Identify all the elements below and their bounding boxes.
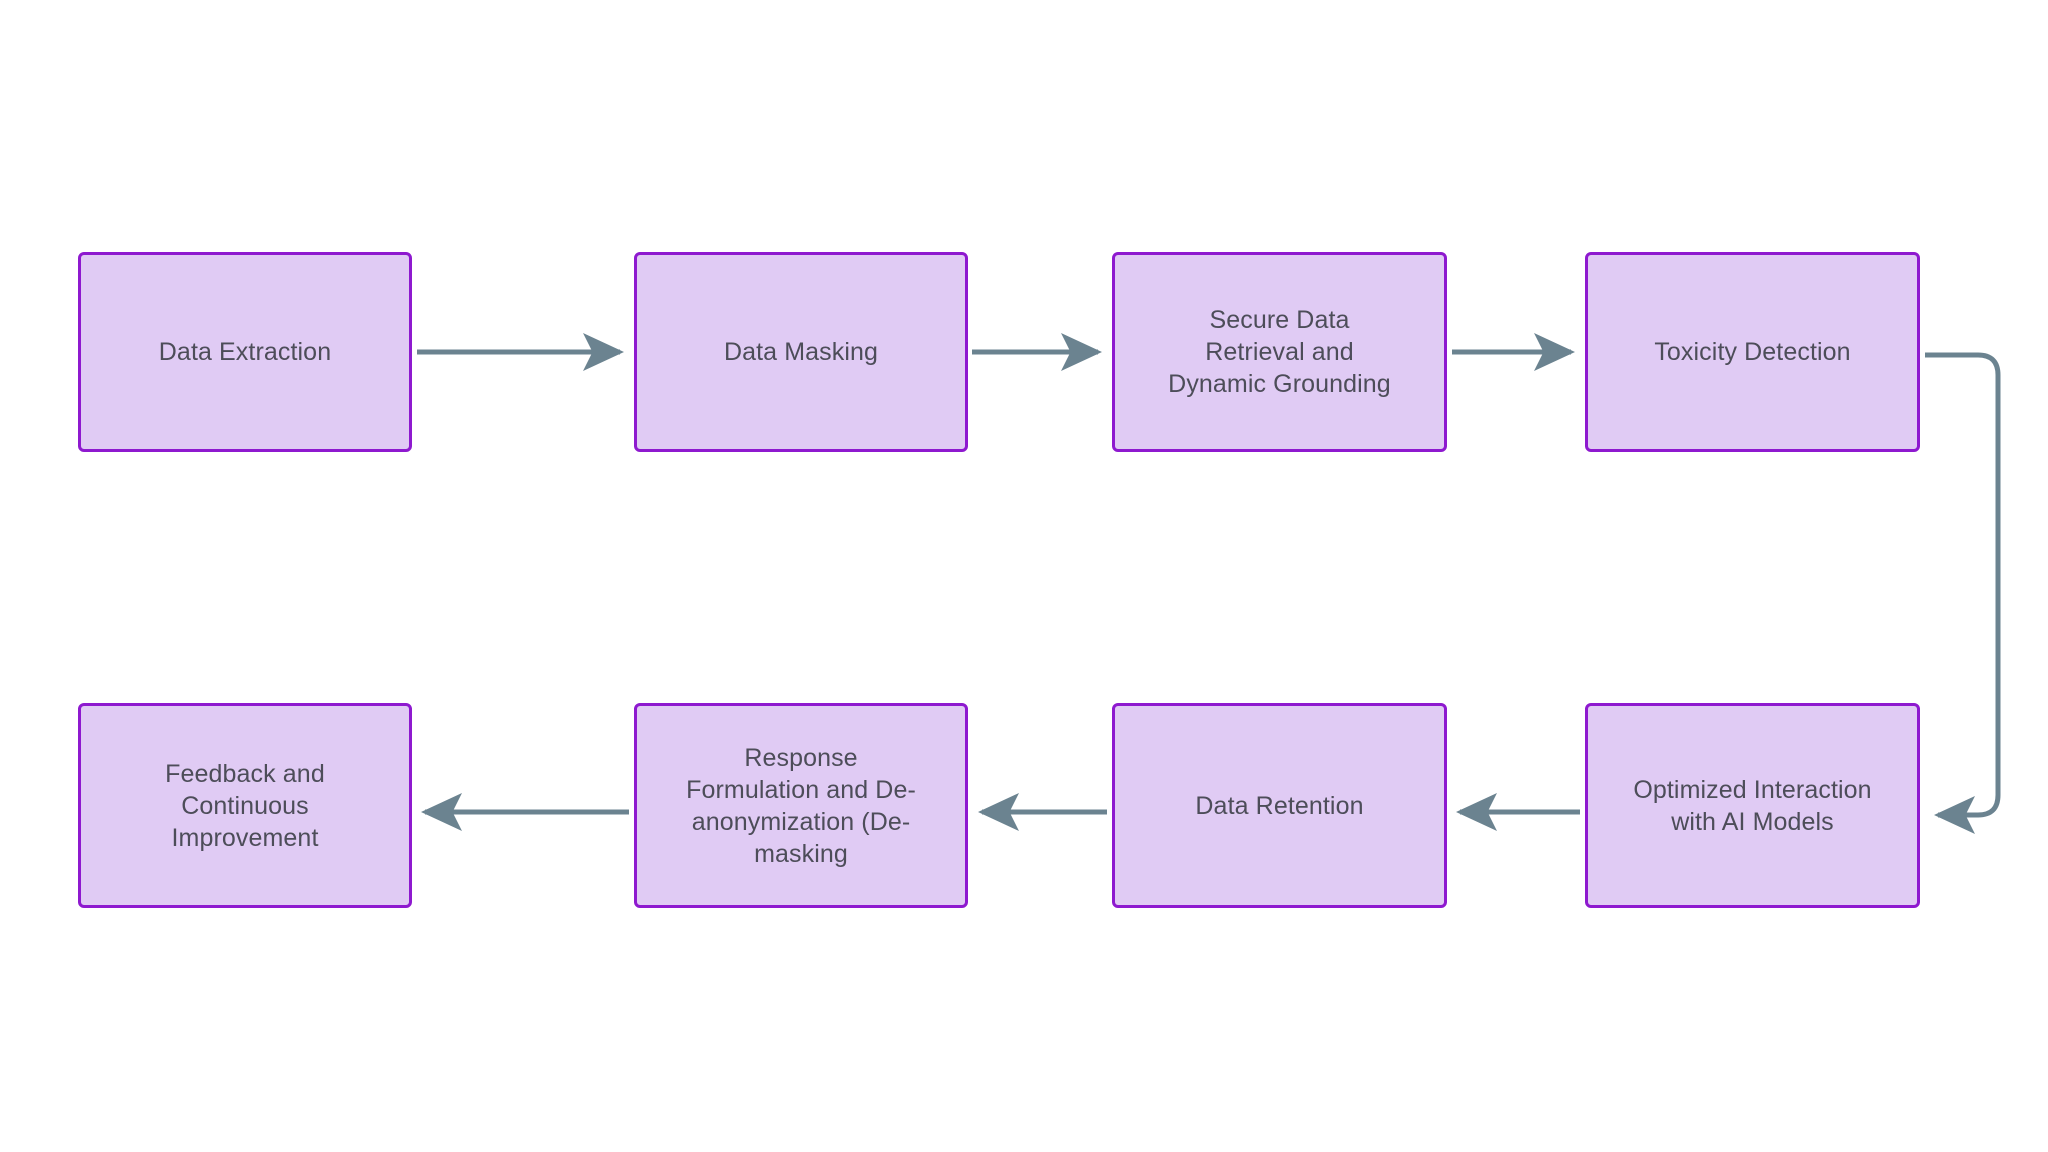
node-secure-data-retrieval[interactable]: Secure Data Retrieval and Dynamic Ground… — [1112, 252, 1447, 452]
node-data-extraction-label: Data Extraction — [158, 338, 332, 366]
node-feedback-improvement-label: Feedback and Continuous Improvement — [165, 759, 325, 852]
node-optimized-interaction[interactable]: Optimized Interaction with AI Models — [1585, 703, 1920, 908]
node-optimized-interaction-label: Optimized Interaction with AI Models — [1633, 775, 1872, 836]
node-feedback-improvement[interactable]: Feedback and Continuous Improvement — [78, 703, 412, 908]
node-data-retention-label: Data Retention — [1195, 791, 1364, 820]
node-data-masking[interactable]: Data Masking — [634, 252, 968, 452]
edge-toxicity-detection-to-optimized-interaction — [1925, 352, 2001, 834]
node-response-formulation-label: Response Formulation and De- anonymizati… — [686, 743, 916, 868]
node-response-formulation[interactable]: Response Formulation and De- anonymizati… — [634, 703, 968, 908]
node-data-retention[interactable]: Data Retention — [1112, 703, 1447, 908]
node-secure-data-retrieval-label: Secure Data Retrieval and Dynamic Ground… — [1168, 306, 1391, 398]
node-toxicity-detection-label: Toxicity Detection — [1654, 338, 1851, 366]
node-data-masking-label: Data Masking — [723, 338, 879, 366]
node-toxicity-detection[interactable]: Toxicity Detection — [1585, 252, 1920, 452]
node-data-extraction[interactable]: Data Extraction — [78, 252, 412, 452]
